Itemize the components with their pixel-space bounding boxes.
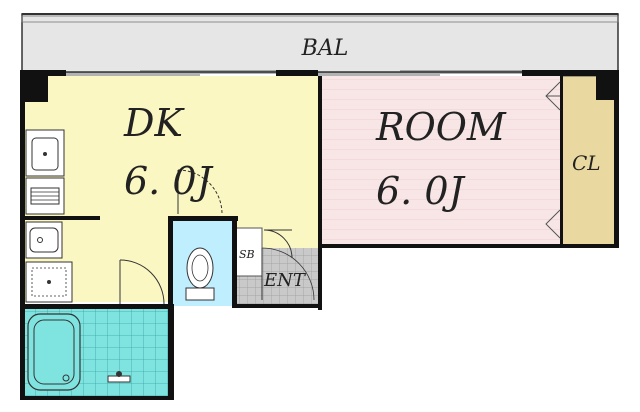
toilet-icon: [185, 247, 215, 301]
room-floor: [320, 76, 560, 246]
room-name: ROOM: [375, 105, 507, 149]
doors: [119, 169, 315, 305]
balcony: BAL: [21, 13, 619, 73]
dk-size: 6. 0J: [124, 159, 214, 203]
dk-name: DK: [123, 101, 185, 145]
closet-doors: [545, 81, 561, 239]
balcony-windows: [66, 70, 522, 76]
entrance-label: ENT: [263, 270, 307, 291]
stove: [25, 177, 65, 215]
closet-label: CL: [572, 151, 601, 175]
kitchen-sink: [25, 129, 65, 177]
washbasin: [25, 221, 63, 259]
washing-machine-space: [25, 261, 73, 303]
shoe-box-label: SB: [239, 248, 255, 261]
walls: [20, 70, 619, 400]
shower-faucet: [107, 371, 131, 383]
room-size: 6. 0J: [376, 169, 466, 213]
bathtub: [27, 313, 81, 391]
balcony-label: BAL: [301, 36, 349, 61]
